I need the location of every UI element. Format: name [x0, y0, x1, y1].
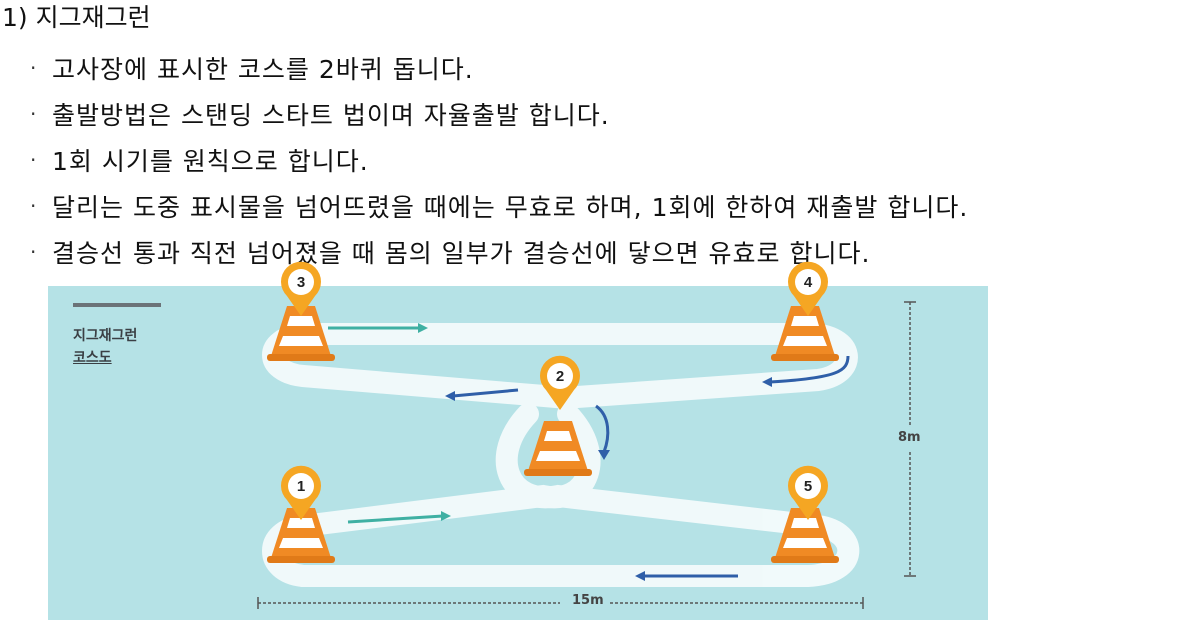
section-title: 지그재그런 — [35, 3, 151, 32]
marker-label-3: 3 — [297, 274, 305, 291]
arrow-blue-mid — [452, 388, 519, 398]
section-heading: 1) 지그재그런 — [2, 2, 151, 34]
legend-subtitle: 코스도 — [73, 350, 112, 366]
marker-label-1: 1 — [297, 478, 305, 495]
rule-text: 달리는 도중 표시물을 넘어뜨렸을 때에는 무효로 하며, 1회에 한하여 재출… — [52, 193, 969, 222]
dimension-lines — [257, 301, 916, 609]
arrow-heads — [418, 323, 772, 581]
height-label: 8m — [898, 430, 921, 445]
marker-label-2: 2 — [556, 368, 564, 385]
direction-arrows — [328, 326, 850, 578]
rule-item: · 출발방법은 스탠딩 스타트 법이며 자율출발 합니다. — [30, 91, 968, 137]
bullet-icon: · — [30, 194, 38, 218]
bullet-icon: · — [30, 148, 38, 172]
rule-item: · 고사장에 표시한 코스를 2바퀴 돕니다. — [30, 45, 968, 91]
width-label: 15m — [568, 593, 608, 608]
legend-line — [73, 303, 161, 307]
arrow-blue-right — [769, 355, 850, 384]
course-diagram: 3 4 2 1 5 지그재그런 코스도 15m 8m — [48, 261, 988, 620]
rules-list: · 고사장에 표시한 코스를 2바퀴 돕니다. · 출발방법은 스탠딩 스타트 … — [30, 45, 968, 275]
marker-label-4: 4 — [804, 274, 813, 291]
rule-text: 결승선 통과 직전 넘어졌을 때 몸의 일부가 결승선에 닿으면 유효로 합니다… — [52, 239, 871, 268]
rule-item: · 결승선 통과 직전 넘어졌을 때 몸의 일부가 결승선에 닿으면 유효로 합… — [30, 229, 968, 275]
marker-label-5: 5 — [804, 478, 812, 495]
section-number: 1) — [2, 3, 28, 32]
arrow-teal-bottom — [347, 514, 444, 524]
rule-text: 1회 시기를 원칙으로 합니다. — [52, 147, 369, 176]
rule-item: · 달리는 도중 표시물을 넘어뜨렸을 때에는 무효로 하며, 1회에 한하여 … — [30, 183, 968, 229]
rule-text: 고사장에 표시한 코스를 2바퀴 돕니다. — [52, 55, 474, 84]
rule-text: 출발방법은 스탠딩 스타트 법이며 자율출발 합니다. — [52, 101, 610, 130]
bullet-icon: · — [30, 240, 38, 264]
legend-title: 지그재그런 — [73, 328, 138, 344]
arrow-blue-center — [595, 404, 610, 453]
bullet-icon: · — [30, 102, 38, 126]
bullet-icon: · — [30, 56, 38, 80]
course-svg: 3 4 2 1 5 — [257, 261, 916, 609]
rule-item: · 1회 시기를 원칙으로 합니다. — [30, 137, 968, 183]
